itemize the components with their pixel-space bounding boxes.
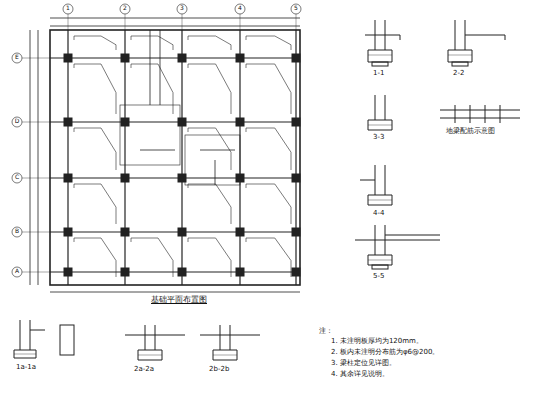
column xyxy=(178,268,186,276)
axis-label: 1 xyxy=(65,5,71,12)
note-label: 5-5 xyxy=(372,273,385,281)
rebar-line xyxy=(74,184,116,224)
rebar-line xyxy=(131,238,173,277)
beam-line xyxy=(295,30,296,285)
rebar-line xyxy=(188,36,231,50)
axis-label: 5 xyxy=(293,5,299,12)
rebar-line xyxy=(246,64,291,114)
column xyxy=(292,174,300,182)
column xyxy=(121,174,129,182)
note-label: 1-1 xyxy=(372,70,385,78)
axis-bubble xyxy=(12,117,22,127)
rebar-line xyxy=(74,36,116,50)
column xyxy=(178,118,186,126)
axis-label: 4 xyxy=(237,5,243,12)
beam-line xyxy=(50,271,300,272)
column xyxy=(64,174,72,182)
note-label: 4-4 xyxy=(372,210,385,218)
note-label: 2-2 xyxy=(452,70,465,78)
note-label: 3-3 xyxy=(372,134,385,142)
column xyxy=(121,118,129,126)
beam-line xyxy=(181,30,182,285)
column xyxy=(292,268,300,276)
column xyxy=(64,268,72,276)
rebar-line xyxy=(188,128,231,170)
column xyxy=(292,228,300,236)
column xyxy=(64,54,72,62)
axis-bubble xyxy=(12,227,22,237)
rebar-line xyxy=(131,36,173,50)
rebar-line xyxy=(131,64,173,114)
rebar-line xyxy=(246,36,291,50)
rebar-line xyxy=(246,184,291,224)
axis-bubble xyxy=(120,4,130,14)
note-label: 4. 其余详见说明。 xyxy=(330,371,390,379)
rebar-line xyxy=(74,128,116,170)
axis-bubble xyxy=(291,4,301,14)
axis-bubble xyxy=(12,53,22,63)
column xyxy=(236,228,244,236)
axis-label: B xyxy=(14,228,20,235)
axis-bubble xyxy=(177,4,187,14)
axis-label: D xyxy=(14,118,21,125)
drawing-caption: 基础平面布置图 xyxy=(150,296,208,305)
beam-line xyxy=(67,30,68,285)
rebar-line xyxy=(246,128,291,170)
column xyxy=(121,228,129,236)
beam-line xyxy=(124,30,125,285)
column xyxy=(64,228,72,236)
beam-line xyxy=(50,231,300,232)
column xyxy=(236,268,244,276)
beam-line xyxy=(50,57,300,58)
rebar-line xyxy=(246,238,291,277)
column xyxy=(121,268,129,276)
column xyxy=(236,174,244,182)
column xyxy=(64,118,72,126)
axis-bubble xyxy=(12,173,22,183)
column xyxy=(121,54,129,62)
rebar-line xyxy=(74,238,116,277)
axis-label: 3 xyxy=(179,5,185,12)
rebar-line xyxy=(74,64,116,114)
column xyxy=(178,228,186,236)
note-label: 2b-2b xyxy=(208,366,230,374)
column xyxy=(236,54,244,62)
axis-label: 2 xyxy=(122,5,128,12)
column xyxy=(292,118,300,126)
rebar-line xyxy=(188,184,231,224)
note-label: 地梁配筋示意图 xyxy=(445,128,496,136)
axis-label: E xyxy=(14,54,20,61)
axis-bubble xyxy=(235,4,245,14)
note-label: 2a-2a xyxy=(133,366,155,374)
column xyxy=(236,118,244,126)
note-label: 1a-1a xyxy=(15,364,37,372)
column xyxy=(292,54,300,62)
axis-label: A xyxy=(14,268,20,275)
note-label: 注： xyxy=(318,328,334,336)
beam-line xyxy=(239,30,240,285)
axis-bubble xyxy=(12,267,22,277)
note-label: 1. 未注明板厚均为120mm。 xyxy=(330,338,424,346)
rebar-line xyxy=(188,238,231,277)
beam-line xyxy=(50,121,300,122)
note-label: 2. 板内未注明分布筋为φ6@200。 xyxy=(330,349,440,357)
column xyxy=(178,54,186,62)
axis-label: C xyxy=(14,174,20,181)
rebar-line xyxy=(188,64,231,114)
axis-bubble xyxy=(63,4,73,14)
note-label: 3. 梁柱定位见详图。 xyxy=(330,360,397,368)
beam-line xyxy=(50,177,300,178)
column xyxy=(178,174,186,182)
